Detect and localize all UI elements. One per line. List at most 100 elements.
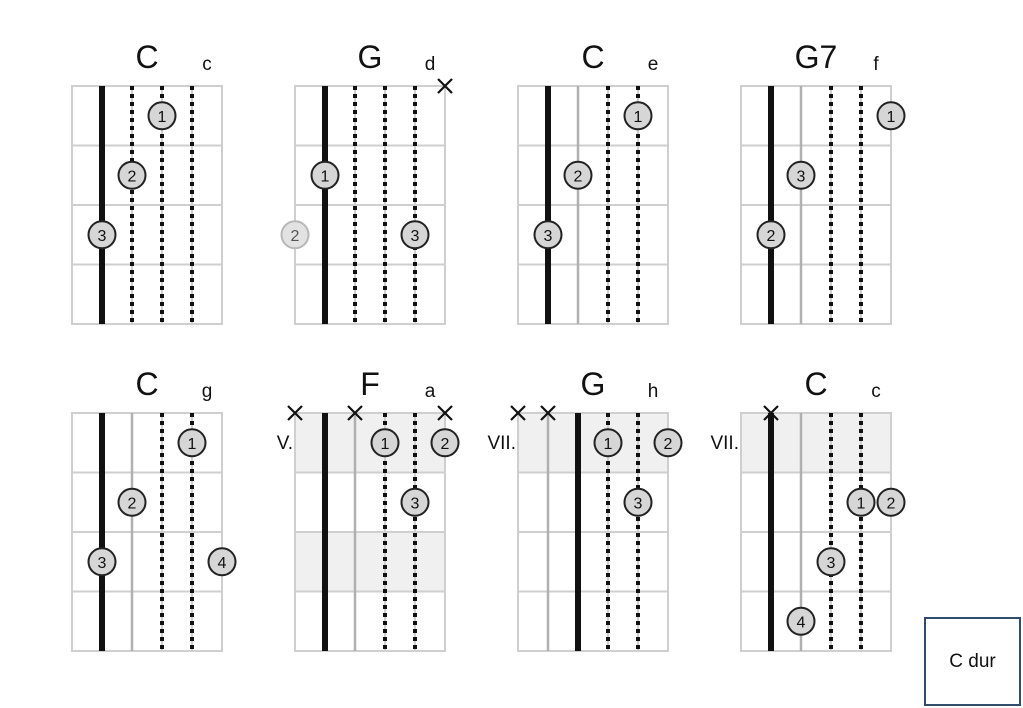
finger-number: 2: [128, 495, 137, 512]
finger-dot: 3: [816, 547, 846, 577]
chord-name: C: [804, 366, 827, 402]
finger-dot: 2: [117, 160, 147, 190]
finger-circle: [280, 220, 310, 250]
finger-number: 3: [544, 228, 553, 245]
finger-dot: 1: [623, 101, 653, 131]
chord-name: G7: [795, 39, 838, 75]
finger-circle: [653, 428, 683, 458]
finger-circle: [400, 487, 430, 517]
finger-dot: 1: [593, 428, 623, 458]
fret-shading: [295, 532, 445, 592]
finger-circle: [533, 220, 563, 250]
chord-name: G: [581, 366, 606, 402]
finger-circle: [117, 160, 147, 190]
mute-stroke: [510, 405, 526, 421]
chord-name: C: [581, 39, 604, 75]
finger-dot: 2: [563, 160, 593, 190]
finger-circle: [876, 101, 906, 131]
finger-circle: [430, 428, 460, 458]
note-name: f: [873, 54, 879, 75]
finger-number: 3: [411, 228, 420, 245]
finger-number: 1: [857, 495, 866, 512]
key-label: C dur: [949, 650, 996, 672]
finger-number: 3: [98, 555, 107, 572]
finger-circle: [147, 101, 177, 131]
finger-dot: 1: [310, 160, 340, 190]
finger-number: 3: [797, 168, 806, 185]
finger-number: 2: [664, 436, 673, 453]
note-name: d: [425, 54, 436, 75]
mute-stroke: [347, 405, 363, 421]
key-label-box: C dur: [924, 617, 1021, 706]
finger-number: 3: [827, 555, 836, 572]
finger-number: 4: [797, 614, 806, 631]
finger-dot: 4: [786, 606, 816, 636]
mute-stroke: [437, 405, 453, 421]
finger-circle: [207, 547, 237, 577]
finger-circle: [593, 428, 623, 458]
note-name: c: [871, 381, 881, 402]
note-name: a: [425, 381, 436, 402]
finger-circle: [87, 547, 117, 577]
fret-shading: [518, 413, 668, 473]
finger-circle: [87, 220, 117, 250]
finger-dot: 2: [117, 487, 147, 517]
finger-number: 1: [634, 109, 643, 126]
finger-dot: 3: [786, 160, 816, 190]
note-name: e: [648, 54, 659, 75]
finger-number: 1: [188, 436, 197, 453]
finger-dot: 1: [876, 101, 906, 131]
mute-stroke: [763, 405, 779, 421]
finger-dot: 3: [87, 220, 117, 250]
mute-stroke: [287, 405, 303, 421]
fret-shading: [741, 413, 891, 473]
muted-string-mark: [437, 405, 453, 421]
muted-string-mark: [540, 405, 556, 421]
finger-number: 1: [381, 436, 390, 453]
finger-dot: 1: [370, 428, 400, 458]
chord-name: C: [135, 39, 158, 75]
chord-name: F: [360, 366, 380, 402]
note-name: g: [202, 381, 213, 402]
note-name: c: [202, 54, 212, 75]
finger-number: 3: [634, 495, 643, 512]
finger-dot: 1: [147, 101, 177, 131]
finger-number: 1: [887, 109, 896, 126]
finger-dot: 3: [400, 220, 430, 250]
mute-stroke: [437, 78, 453, 94]
finger-circle: [623, 487, 653, 517]
finger-dot: 2: [653, 428, 683, 458]
muted-string-mark: [437, 78, 453, 94]
finger-circle: [177, 428, 207, 458]
finger-circle: [623, 101, 653, 131]
muted-string-mark: [763, 405, 779, 421]
finger-number: 1: [604, 436, 613, 453]
finger-circle: [117, 487, 147, 517]
finger-number: 2: [291, 228, 300, 245]
finger-number: 2: [887, 495, 896, 512]
fret-shading: [295, 413, 445, 473]
finger-number: 1: [321, 168, 330, 185]
finger-circle: [846, 487, 876, 517]
fret-position-label: VII.: [487, 433, 516, 454]
muted-string-mark: [347, 405, 363, 421]
chord-name: C: [135, 366, 158, 402]
finger-number: 4: [218, 555, 227, 572]
finger-circle: [400, 220, 430, 250]
finger-dot: 2: [430, 428, 460, 458]
finger-number: 2: [574, 168, 583, 185]
finger-dot: 3: [87, 547, 117, 577]
finger-circle: [876, 487, 906, 517]
finger-circle: [310, 160, 340, 190]
finger-dot-ghost: 2: [280, 220, 310, 250]
muted-string-mark: [287, 405, 303, 421]
finger-number: 2: [441, 436, 450, 453]
fret-position-label: VII.: [710, 433, 739, 454]
finger-circle: [756, 220, 786, 250]
